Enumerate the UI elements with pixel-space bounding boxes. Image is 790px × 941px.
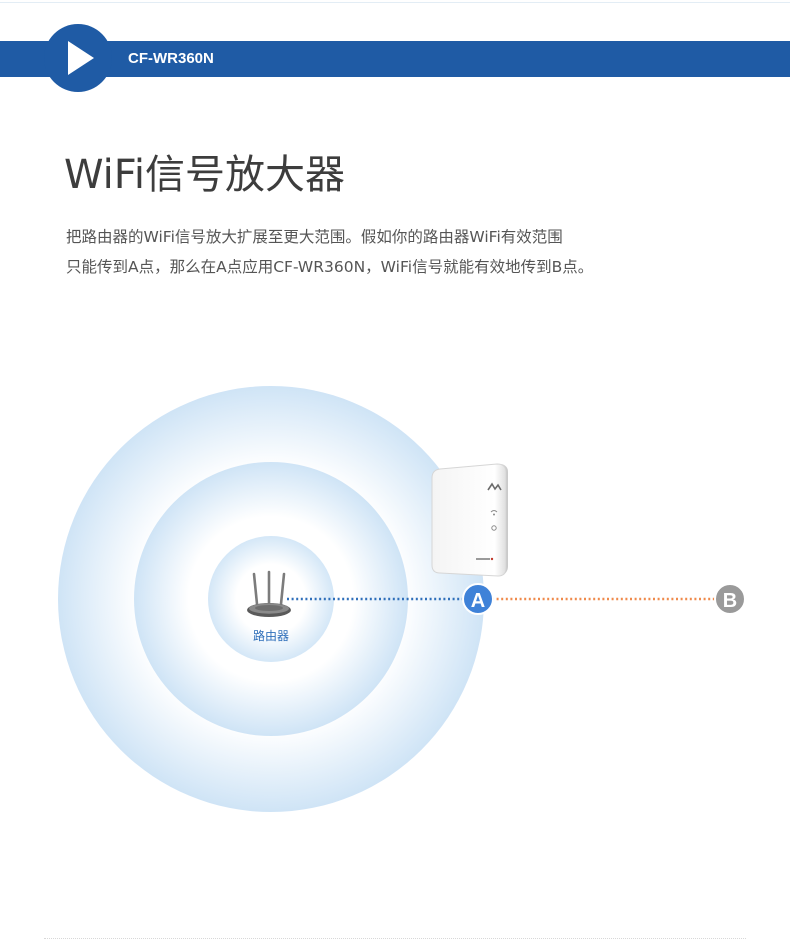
signal-extension-diagram: 路由器 A B [58,386,746,812]
section-header-badge [44,24,112,92]
point-b-marker: B [714,583,746,615]
page-title: WiFi信号放大器 [64,152,345,198]
point-a-marker: A [462,583,494,615]
router-icon [247,570,291,617]
feature-description: 把路由器的WiFi信号放大扩展至更大范围。假如你的路由器WiFi有效范围 只能传… [66,222,746,282]
router-label: 路由器 [253,628,289,643]
model-name: CF-WR360N [128,50,214,67]
section-header-bar [0,41,790,77]
point-b-label: B [723,590,737,612]
signal-range-halo [58,386,484,812]
top-divider [0,2,790,3]
play-icon [68,41,94,75]
wifi-extender-icon [431,463,508,577]
point-a-label: A [471,590,485,612]
bottom-divider [44,938,746,939]
description-line-2: 只能传到A点，那么在A点应用CF-WR360N，WiFi信号就能有效地传到B点。 [66,258,594,276]
description-line-1: 把路由器的WiFi信号放大扩展至更大范围。假如你的路由器WiFi有效范围 [66,228,563,246]
